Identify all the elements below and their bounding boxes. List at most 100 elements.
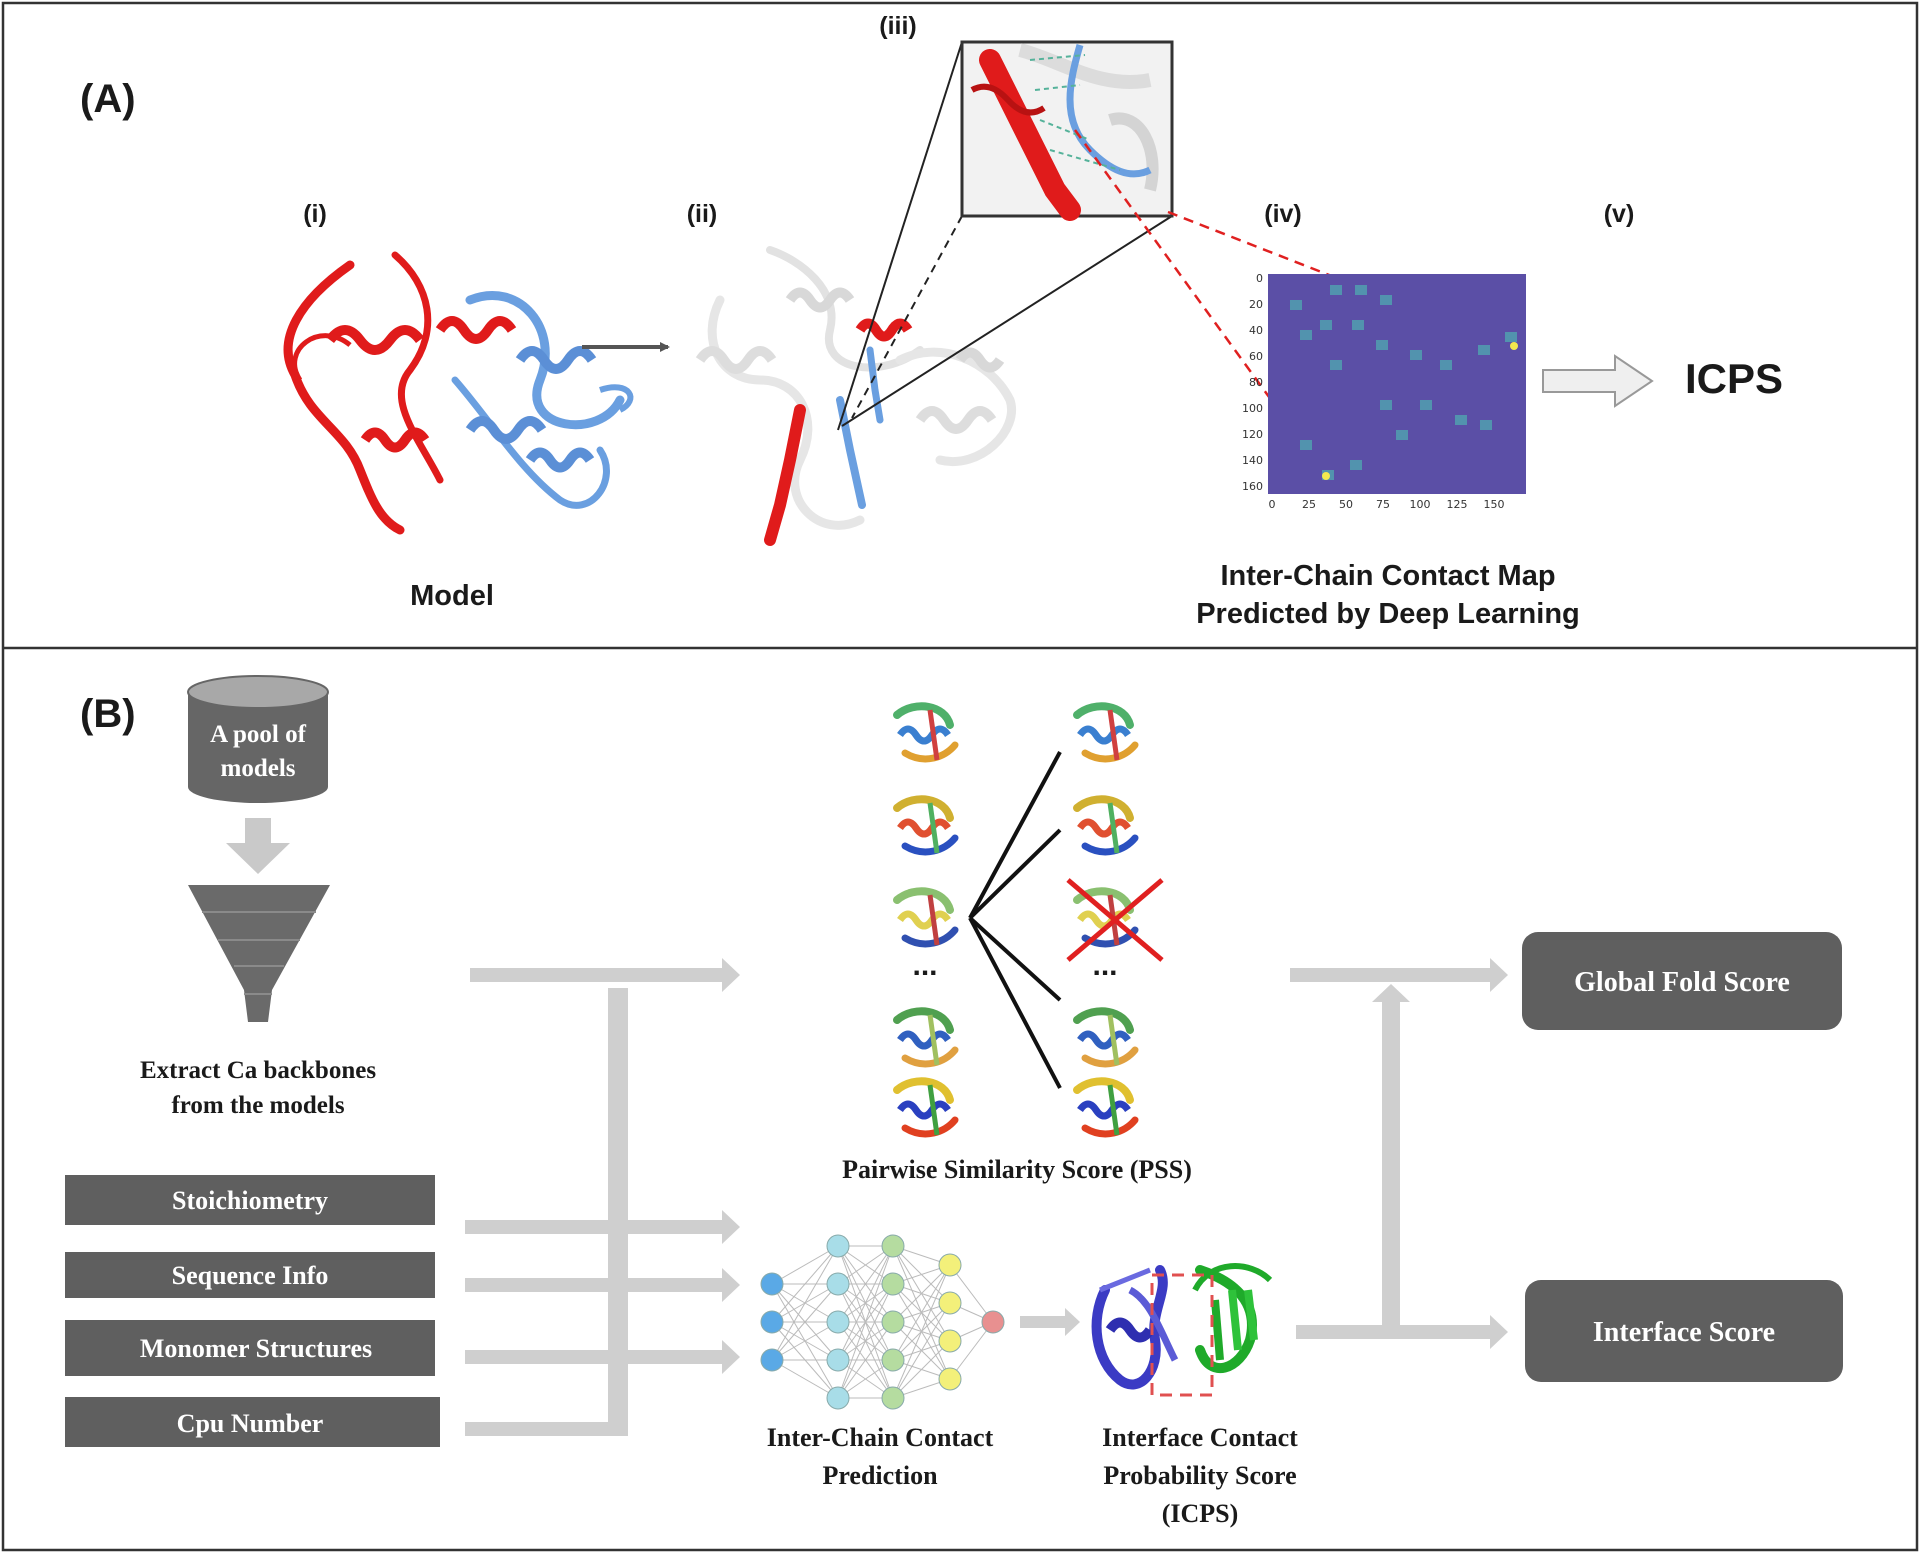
protein-thumbnail-icon: [1073, 1077, 1139, 1138]
map-x-tick: 150: [1484, 498, 1505, 511]
map-x-tick: 25: [1302, 498, 1316, 511]
map-y-tick: 100: [1242, 402, 1263, 415]
step-iii-label: (iii): [879, 12, 917, 40]
interface-score-label: Interface Score: [1593, 1317, 1775, 1348]
nn-edge: [892, 1340, 951, 1399]
icps-result-label: ICPS: [1685, 355, 1783, 402]
input-box-stoichiometry: [65, 1175, 435, 1225]
model-pool-label-line2: models: [221, 755, 296, 782]
input-box-monomer-structures: [65, 1320, 435, 1376]
nn-edge: [771, 1245, 839, 1285]
contact-map-caption-line2: Predicted by Deep Learning: [1196, 598, 1580, 630]
nn-node: [826, 1386, 850, 1410]
pairwise-comparison-lines: [968, 751, 1062, 1089]
protein-thumbnail-icon: [1073, 702, 1139, 763]
protein-thumbnail-icon: [893, 702, 959, 763]
input-flow-arrows: [465, 958, 740, 1436]
nn-edge: [892, 1264, 951, 1399]
map-y-tick: 80: [1249, 376, 1263, 389]
step-iv-label: (iv): [1264, 200, 1302, 228]
nn-node: [938, 1329, 962, 1353]
nn-node: [826, 1310, 850, 1334]
protein-thumbnail-icon: [893, 1007, 959, 1068]
funnel-caption-line1: Extract Ca backbones: [140, 1057, 376, 1084]
nn-node: [760, 1310, 784, 1334]
input-label-monomer-structures: Monomer Structures: [140, 1334, 372, 1363]
panel-a-label: (A): [80, 77, 136, 121]
map-x-tick: 0: [1269, 498, 1276, 511]
nn-node: [938, 1291, 962, 1315]
nn-node: [881, 1386, 905, 1410]
nn-edge: [949, 1264, 994, 1323]
nn-node: [981, 1310, 1005, 1334]
nn-node: [760, 1272, 784, 1296]
global-fold-score-box: [1522, 932, 1842, 1030]
nn-edge: [771, 1321, 839, 1361]
protein-thumbnail-icon: [1073, 887, 1139, 948]
nn-caption-line2: Prediction: [822, 1461, 938, 1490]
input-box-sequence-info: [65, 1252, 435, 1298]
nn-edge: [771, 1359, 839, 1399]
zoom-connector-dashed: [851, 215, 963, 419]
nn-caption-line1: Inter-Chain Contact: [767, 1423, 994, 1452]
icps-caption-line3: (ICPS): [1162, 1499, 1239, 1528]
model-thumbnails-left: [893, 702, 959, 1138]
arrow-map-to-icps: [1542, 354, 1654, 408]
nn-edge: [837, 1245, 894, 1361]
panel-b-label: (B): [80, 692, 136, 736]
step-v-label: (v): [1604, 200, 1635, 228]
rejected-model-cross: [1066, 878, 1164, 962]
map-x-tick: 125: [1447, 498, 1468, 511]
input-label-sequence-info: Sequence Info: [172, 1261, 329, 1290]
protein-complex-model: [283, 251, 634, 535]
nn-edge: [837, 1245, 894, 1399]
interface-complex-structure: [1091, 1263, 1273, 1397]
arrow-nn-to-icps: [1020, 1308, 1080, 1336]
map-y-tick: 60: [1249, 350, 1263, 363]
global-fold-score-label: Global Fold Score: [1574, 967, 1790, 998]
neural-network-diagram: [760, 1234, 1005, 1410]
nn-edge: [837, 1283, 894, 1399]
interface-highlight-structure: [695, 246, 1016, 546]
map-y-tick: 20: [1249, 298, 1263, 311]
funnel-caption-line2: from the models: [171, 1092, 344, 1119]
nn-node: [938, 1253, 962, 1277]
nn-edge: [837, 1321, 894, 1399]
step-ii-label: (ii): [687, 200, 718, 228]
protein-thumbnail-icon: [893, 1077, 959, 1138]
protein-thumbnail-icon: [893, 887, 959, 948]
protein-thumbnail-icon: [1073, 1007, 1139, 1068]
nn-node: [938, 1367, 962, 1391]
step-i-label: (i): [303, 200, 327, 228]
nn-edge: [892, 1264, 951, 1361]
pss-label: Pairwise Similarity Score (PSS): [842, 1155, 1192, 1184]
model-thumbnails-right: [1073, 702, 1139, 1138]
map-y-tick: 160: [1242, 480, 1263, 493]
model-pool-label-line1: A pool of: [210, 721, 307, 748]
map-x-tick: 100: [1410, 498, 1431, 511]
nn-edge: [892, 1264, 951, 1323]
model-label: Model: [410, 580, 494, 612]
input-label-cpu-number: Cpu Number: [177, 1409, 324, 1438]
model-pool-database-icon: [187, 675, 329, 803]
nn-node: [826, 1272, 850, 1296]
nn-edge: [892, 1302, 951, 1399]
contact-arrow-bottom: [1073, 129, 1327, 476]
map-y-tick: 140: [1242, 454, 1263, 467]
nn-node: [826, 1234, 850, 1258]
nn-edge: [949, 1321, 994, 1380]
nn-node: [826, 1348, 850, 1372]
contact-arrow-top: [1167, 210, 1510, 348]
nn-node: [881, 1348, 905, 1372]
ellipsis-right: ...: [1092, 949, 1117, 982]
arrow-pool-to-funnel: [226, 818, 290, 874]
zoom-connector-left: [837, 41, 963, 431]
nn-node: [760, 1348, 784, 1372]
nn-edge: [837, 1245, 894, 1323]
map-y-tick: 40: [1249, 324, 1263, 337]
interface-score-box: [1525, 1280, 1843, 1382]
nn-edge: [771, 1283, 839, 1361]
protein-thumbnail-icon: [893, 795, 959, 856]
